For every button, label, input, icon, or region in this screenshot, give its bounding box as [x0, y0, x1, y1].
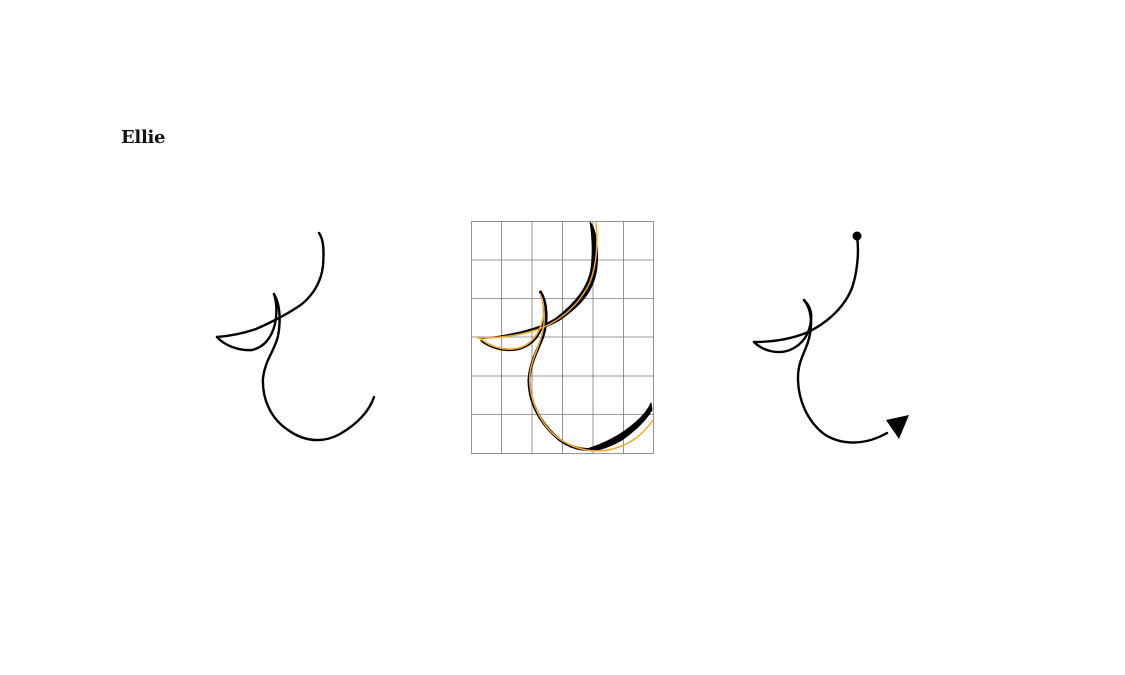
stroke-direction-figure	[752, 231, 909, 444]
stroke-direction-panel	[740, 222, 925, 452]
grid-overlay-panel	[465, 215, 660, 460]
fitted-curve-lower	[528, 311, 654, 452]
sketch-stroke-upper	[215, 231, 325, 339]
stroke-end-arrowhead	[886, 415, 909, 439]
sketch-stroke-loop	[215, 292, 278, 352]
grid-overlay-figure	[471, 221, 654, 454]
fitted-curve-upper	[477, 222, 598, 339]
sketch-panel	[205, 222, 385, 452]
final-stroke-upper	[752, 234, 860, 344]
page-title: Ellie	[121, 127, 166, 148]
final-stroke-lower	[796, 298, 889, 444]
traced-stroke-loop	[480, 290, 546, 352]
final-stroke-loop	[752, 298, 813, 354]
fitted-curve-loop	[480, 293, 545, 350]
sketch-figure	[215, 231, 376, 442]
traced-stroke-upper	[479, 221, 598, 340]
sketch-stroke-lower	[261, 292, 376, 442]
fitted-curves	[477, 222, 654, 452]
traced-stroke-tail	[583, 402, 653, 451]
stroke-start-dot	[852, 231, 862, 241]
